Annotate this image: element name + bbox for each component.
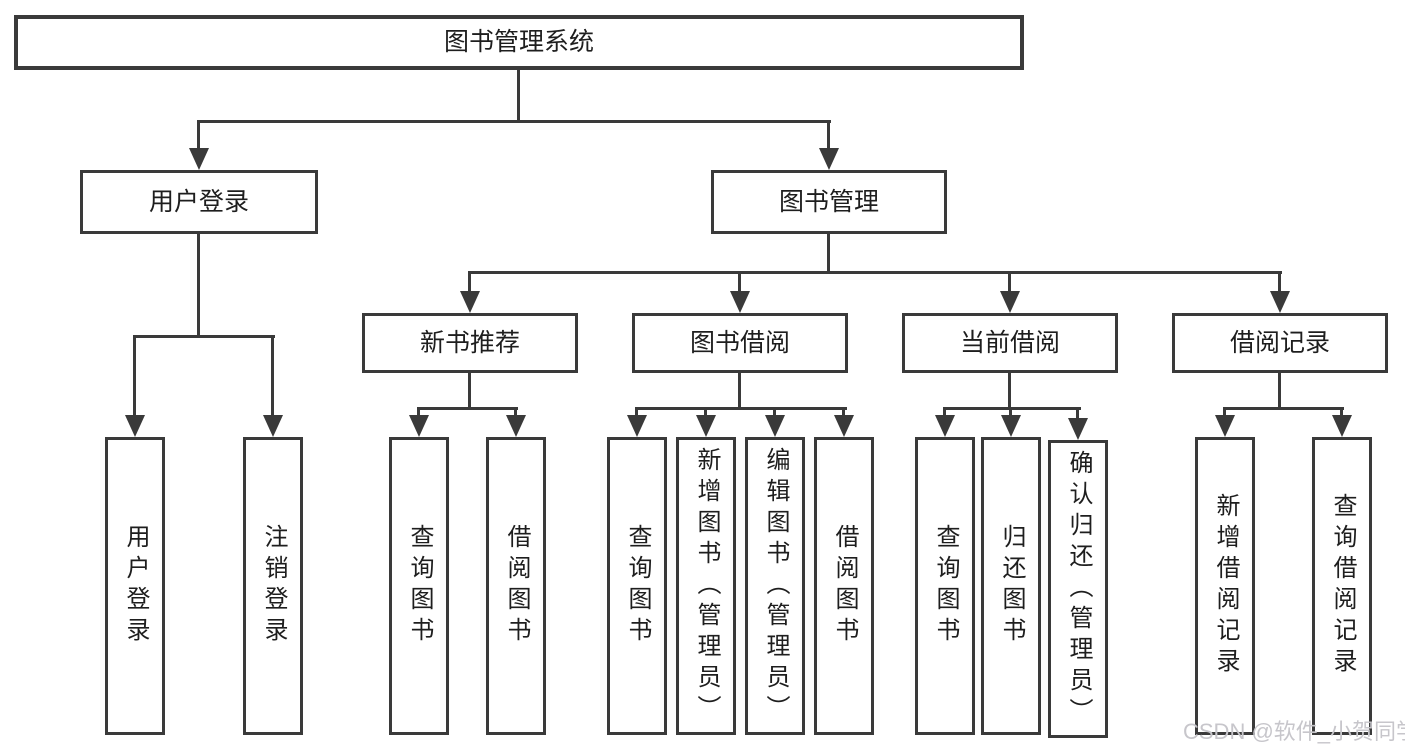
leaf-records-add-borrow-record: 新增借阅记录	[1195, 437, 1255, 735]
connector-line	[1340, 407, 1343, 421]
connector-line	[827, 234, 830, 274]
connector-line	[1223, 407, 1226, 421]
connector-line	[1076, 407, 1079, 421]
arrow-down-icon	[730, 291, 750, 313]
leaf-label: 用户登录	[122, 524, 149, 648]
arrow-down-icon	[409, 415, 429, 437]
connector-line	[738, 373, 741, 410]
connector-line	[827, 120, 830, 154]
connector-line	[517, 69, 520, 123]
connector-line	[197, 120, 831, 123]
connector-line	[1008, 373, 1011, 410]
leaf-current-query-books: 查询图书	[915, 437, 975, 735]
leaf-label: 新增图书（管理员）	[693, 446, 720, 726]
connector-line	[635, 407, 847, 410]
connector-line	[1278, 373, 1281, 410]
leaf-label: 查询图书	[624, 524, 651, 648]
arrow-down-icon	[506, 415, 526, 437]
connector-line	[943, 407, 946, 421]
arrow-down-icon	[765, 415, 785, 437]
leaf-borrowing-add-books-admin: 新增图书（管理员）	[676, 437, 736, 735]
node-label: 当前借阅	[959, 328, 1060, 357]
connector-line	[514, 407, 517, 421]
arrow-down-icon	[263, 415, 283, 437]
connector-line	[417, 407, 518, 410]
watermark-text: CSDN @软件_小贺同学	[1183, 719, 1405, 744]
arrow-down-icon	[189, 148, 209, 170]
node-book-borrowing: 图书借阅	[632, 313, 848, 373]
connector-line	[197, 234, 200, 338]
arrow-down-icon	[627, 415, 647, 437]
leaf-label: 查询图书	[406, 524, 433, 648]
arrow-down-icon	[1332, 415, 1352, 437]
leaf-label: 查询借阅记录	[1329, 493, 1356, 679]
leaf-borrowing-edit-books-admin: 编辑图书（管理员）	[745, 437, 805, 735]
arrow-down-icon	[935, 415, 955, 437]
connector-line	[1278, 271, 1281, 297]
arrow-down-icon	[1001, 415, 1021, 437]
leaf-label: 新增借阅记录	[1212, 493, 1239, 679]
node-library-management-system: 图书管理系统	[14, 15, 1024, 70]
arrow-down-icon	[819, 148, 839, 170]
leaf-current-return-books: 归还图书	[981, 437, 1041, 735]
node-label: 图书管理系统	[443, 28, 594, 56]
connector-line	[197, 120, 200, 154]
node-current-borrowing: 当前借阅	[902, 313, 1118, 373]
node-user-login: 用户登录	[80, 170, 318, 234]
leaf-label: 注销登录	[260, 524, 287, 648]
node-label: 图书借阅	[689, 328, 790, 357]
connector-line	[943, 407, 1081, 410]
leaf-records-query-borrow-record: 查询借阅记录	[1312, 437, 1372, 735]
node-label: 新书推荐	[419, 328, 520, 357]
node-label: 图书管理	[778, 187, 879, 216]
connector-line	[271, 335, 274, 420]
node-label: 用户登录	[148, 187, 249, 216]
node-label: 借阅记录	[1229, 328, 1330, 357]
connector-line	[1009, 407, 1012, 421]
leaf-label: 编辑图书（管理员）	[762, 446, 789, 726]
connector-line	[133, 335, 136, 420]
connector-line	[1223, 407, 1344, 410]
connector-line	[417, 407, 420, 421]
connector-line	[842, 407, 845, 421]
leaf-current-confirm-return-admin: 确认归还（管理员）	[1048, 440, 1108, 738]
connector-line	[468, 373, 471, 410]
leaf-newbook-query-books: 查询图书	[389, 437, 449, 735]
arrow-down-icon	[125, 415, 145, 437]
arrow-down-icon	[834, 415, 854, 437]
connector-line	[635, 407, 638, 421]
leaf-label: 查询图书	[932, 524, 959, 648]
leaf-label: 借阅图书	[503, 524, 530, 648]
arrow-down-icon	[1000, 291, 1020, 313]
arrow-down-icon	[696, 415, 716, 437]
leaf-newbook-borrow-books: 借阅图书	[486, 437, 546, 735]
leaf-borrowing-query-books: 查询图书	[607, 437, 667, 735]
connector-line	[1008, 271, 1011, 297]
leaf-label: 借阅图书	[831, 524, 858, 648]
arrow-down-icon	[1215, 415, 1235, 437]
arrow-down-icon	[460, 291, 480, 313]
leaf-borrowing-borrow-books: 借阅图书	[814, 437, 874, 735]
connector-line	[468, 271, 1282, 274]
connector-line	[738, 271, 741, 297]
connector-line	[468, 271, 471, 297]
connector-line	[773, 407, 776, 421]
connector-line	[704, 407, 707, 421]
leaf-logout: 注销登录	[243, 437, 303, 735]
node-borrowing-records: 借阅记录	[1172, 313, 1388, 373]
node-new-book-recommendation: 新书推荐	[362, 313, 578, 373]
leaf-label: 确认归还（管理员）	[1065, 449, 1092, 729]
arrow-down-icon	[1068, 418, 1088, 440]
leaf-label: 归还图书	[998, 524, 1025, 648]
leaf-user-login: 用户登录	[105, 437, 165, 735]
connector-line	[133, 335, 275, 338]
arrow-down-icon	[1270, 291, 1290, 313]
node-book-management: 图书管理	[711, 170, 947, 234]
